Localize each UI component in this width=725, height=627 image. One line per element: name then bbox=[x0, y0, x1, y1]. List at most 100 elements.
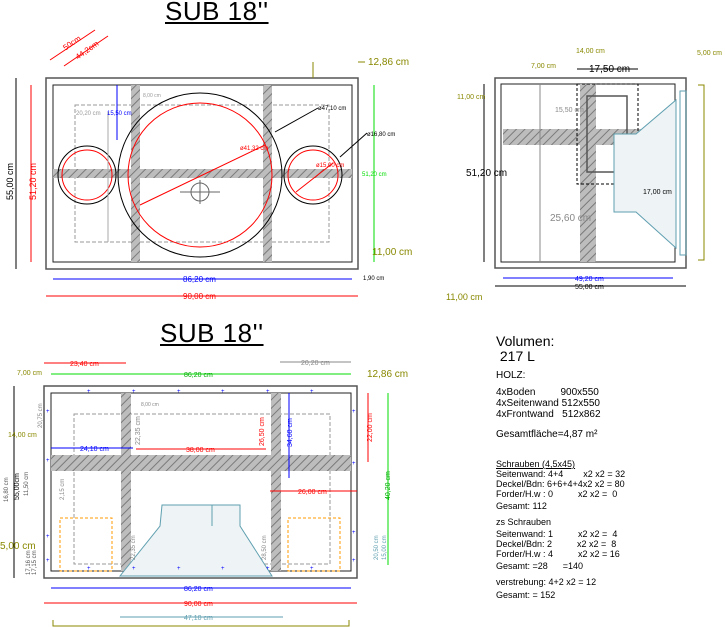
total-area: Gesamtfläche=4,87 m² bbox=[496, 429, 598, 440]
wood-heading: HOLZ: bbox=[496, 370, 526, 381]
horn-profile bbox=[613, 98, 677, 250]
dim-2-15: 2,15 cm bbox=[60, 479, 66, 500]
notes-panel: Volumen: 217 L HOLZ: 4xBoden 900x550 4xS… bbox=[496, 333, 626, 601]
section-view: ++++++ ++++++ ++++ ++++ 23,40 cm 20,20 c… bbox=[0, 360, 408, 627]
dim-86-20: 86,20 cm bbox=[184, 586, 213, 593]
dim-51-20-green: 51,20 cm bbox=[362, 172, 387, 178]
dim-23-40: 23,40 cm bbox=[70, 361, 99, 368]
dim-d-16-80: ø16,80 cm bbox=[367, 132, 395, 138]
section-brace-horizontal bbox=[51, 455, 351, 471]
svg-text:+: + bbox=[352, 409, 356, 415]
svg-text:+: + bbox=[132, 389, 136, 395]
svg-text:+: + bbox=[221, 566, 225, 572]
screw-line: Forder/H.w : 0 x2 x2 = 0 bbox=[496, 489, 618, 499]
dim-20-20: 20,20 cm bbox=[76, 111, 101, 117]
port-right bbox=[283, 145, 343, 205]
dim-20-50: 20,50 cm bbox=[374, 535, 380, 560]
dim-22-35-lower: 22,35 cm bbox=[131, 535, 137, 560]
dim-12-86: 12,86 cm bbox=[367, 369, 408, 380]
section-brace-right bbox=[271, 393, 281, 571]
dim-17-50: 17,50 cm bbox=[589, 64, 630, 75]
front-outer bbox=[45, 77, 359, 270]
front-dashed bbox=[74, 104, 330, 243]
extra-screws-heading: zs Schrauben bbox=[496, 517, 552, 527]
dim-16-80: 16,80 cm bbox=[4, 477, 10, 502]
dim-5-00: 5,00 cm bbox=[0, 541, 36, 552]
dim-bottom-11: 11,00 cm bbox=[372, 247, 412, 258]
extra-screw-line: Gesamt: =28 =140 bbox=[496, 561, 584, 571]
dim-15-50: 15,50 cm bbox=[555, 107, 584, 114]
dim-11-00: 11,00 cm bbox=[457, 94, 485, 101]
svg-text:+: + bbox=[310, 389, 314, 395]
volume-value: 217 L bbox=[496, 348, 535, 364]
screws-heading: Schrauben (4,5x45) bbox=[496, 459, 576, 469]
dim-d-41-32: ø41,32 cm bbox=[240, 146, 268, 152]
title-bottom: SUB 18'' bbox=[160, 318, 264, 348]
dim-38-00: 38,00 cm bbox=[186, 447, 215, 454]
dim-1-90: 1,90 cm bbox=[363, 276, 384, 282]
svg-text:+: + bbox=[266, 566, 270, 572]
svg-text:+: + bbox=[221, 389, 225, 395]
svg-text:+: + bbox=[46, 409, 50, 415]
screw-line: Gesamt: 112 bbox=[496, 501, 547, 511]
dim-14-00: 14,00 cm bbox=[576, 48, 605, 55]
dim-width-90: 90,00 cm bbox=[183, 292, 216, 301]
dim-14-00: 14,00 cm bbox=[8, 432, 37, 439]
dim-15-00: 15,00 cm bbox=[382, 535, 388, 560]
port-left bbox=[57, 145, 117, 205]
wood-item: 4xFrontwand 512x862 bbox=[496, 409, 601, 420]
grand-total: Gesamt: = 152 bbox=[496, 590, 556, 600]
dim-49-20: 49,20 cm bbox=[575, 276, 604, 283]
section-outer bbox=[43, 385, 358, 579]
dim-11-50: 11,50 cm bbox=[24, 472, 30, 496]
dim-15-50: 15,50 cm bbox=[107, 111, 132, 117]
bracing-line: verstrebung: 4+2 x2 = 12 bbox=[496, 577, 597, 587]
screw-line: Seitenwand: 4+4 x2 x2 = 32 bbox=[496, 469, 626, 479]
dim-51-20: 51,20 cm bbox=[466, 168, 507, 179]
dim-55-00: 55,00 cm bbox=[575, 284, 604, 291]
extra-screw-line: Seitenwand: 1 x2 x2 = 4 bbox=[496, 529, 618, 539]
side-view: 14,00 cm 5,00 cm 7,00 cm 17,50 cm 11,00 … bbox=[446, 48, 722, 302]
dim-7-00: 7,00 cm bbox=[17, 370, 42, 377]
dim-8-00: 8,00 cm bbox=[141, 402, 159, 408]
title-top: SUB 18'' bbox=[165, 0, 269, 26]
dim-5-00: 5,00 cm bbox=[697, 50, 722, 57]
dim-90-00: 90,00 cm bbox=[184, 601, 213, 608]
dim-26-00: 26,00 cm bbox=[298, 489, 327, 496]
svg-text:+: + bbox=[352, 558, 356, 564]
dim-height-51-20: 51,20 cm bbox=[28, 163, 38, 200]
extra-screw-line: Deckel/Bdn: 2 x2 x2 = 8 bbox=[496, 539, 617, 549]
dim-86-20-green: 86,20 cm bbox=[184, 372, 213, 379]
woofer-cutout bbox=[117, 92, 283, 258]
dim-height-55: 55,00 cm bbox=[5, 163, 15, 200]
svg-text:+: + bbox=[46, 558, 50, 564]
dim-28-50: 28,50 cm bbox=[262, 535, 268, 560]
svg-text:+: + bbox=[310, 566, 314, 572]
dim-17-00: 17,00 cm bbox=[643, 189, 672, 196]
dim-width-86-20: 86,20 cm bbox=[183, 275, 216, 284]
dim-17-15: 17,15 cm bbox=[32, 550, 38, 575]
dim-26-50: 26,50 cm bbox=[259, 417, 266, 446]
front-brace-horizontal bbox=[53, 169, 352, 178]
screw-line: Deckel/Bdn: 6+6+4+4x2 x2 = 80 bbox=[496, 479, 625, 489]
dim-40-20: 40,20 cm bbox=[385, 471, 392, 500]
dim-7-00: 7,00 cm bbox=[531, 63, 556, 70]
dim-d-15-00: ø15,00 cm bbox=[316, 163, 344, 169]
svg-text:+: + bbox=[87, 389, 91, 395]
dim-34-60: 34,60 cm bbox=[287, 418, 294, 447]
extra-screw-line: Forder/H.w : 4 x2 x2 = 16 bbox=[496, 549, 620, 559]
dim-8-00: 8,00 cm bbox=[143, 93, 161, 99]
dim-25-60: 25,60 cm bbox=[550, 213, 591, 224]
dim-d-47-10: ø47,10 cm bbox=[318, 106, 346, 112]
volume-label: Volumen: bbox=[496, 333, 555, 349]
dim-20-75: 20,75 cm bbox=[38, 403, 44, 428]
dim-24-10: 24,10 cm bbox=[80, 446, 109, 453]
svg-text:+: + bbox=[352, 530, 356, 536]
section-brace-left bbox=[121, 393, 131, 571]
svg-text:+: + bbox=[46, 458, 50, 464]
svg-text:+: + bbox=[87, 566, 91, 572]
dim-12-86: 12,86 cm bbox=[368, 57, 409, 68]
side-brace-vertical bbox=[580, 84, 596, 262]
svg-text:+: + bbox=[352, 461, 356, 467]
svg-text:+: + bbox=[46, 534, 50, 540]
